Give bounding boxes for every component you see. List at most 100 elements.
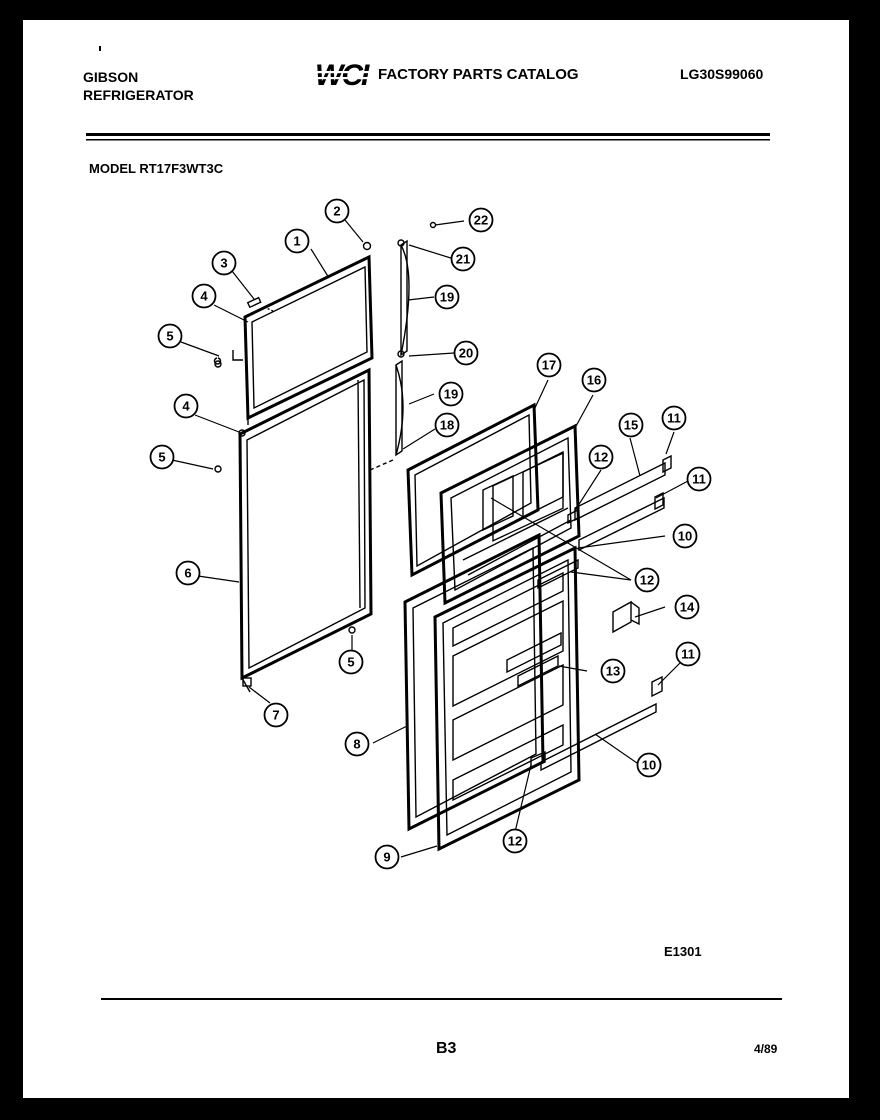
shelf-rails [537, 454, 672, 590]
callout-circle [374, 844, 400, 870]
callout-9: 9 [374, 844, 400, 870]
revision-date: 4/89 [754, 1042, 778, 1056]
fresh-food-door-panel [238, 367, 373, 693]
callout-11: 11 [675, 641, 701, 667]
document-number: LG30S99060 [680, 66, 764, 82]
catalog-title: FACTORY PARTS CATALOG [378, 66, 579, 83]
callout-circle [191, 283, 217, 309]
callout-circle [661, 405, 687, 431]
callout-label: 19 [440, 290, 454, 305]
header-rule-thick [86, 133, 770, 136]
callout-3: 3 [211, 250, 237, 276]
callout-label: 5 [158, 450, 165, 465]
callout-label: 7 [272, 708, 279, 723]
callout-4: 4 [191, 283, 217, 309]
product-type: REFRIGERATOR [83, 87, 194, 103]
logo-text: WCI [315, 59, 370, 90]
callout-label: 11 [681, 647, 695, 662]
callout-circle [284, 228, 310, 254]
callout-circle [211, 250, 237, 276]
rules [86, 46, 782, 1000]
brand-name: GIBSON [83, 69, 139, 85]
callout-10: 10 [636, 752, 662, 778]
fresh-food-gasket [403, 532, 545, 832]
wci-logo: WCI [313, 59, 372, 90]
registration-mark [99, 46, 101, 51]
callout-label: 2 [333, 204, 340, 219]
callout-5: 5 [157, 323, 183, 349]
part-drawings [213, 221, 672, 852]
callout-circle [588, 444, 614, 470]
freezer-door-panel [243, 254, 374, 425]
page-number: B3 [436, 1040, 457, 1057]
callout-circle [173, 393, 199, 419]
exploded-parts-diagram: 1234545657222119201918171615111211101214… [149, 198, 712, 870]
callout-label: 4 [200, 289, 208, 304]
callout-circle [634, 567, 660, 593]
callout-circle [434, 412, 460, 438]
callout-circle [672, 523, 698, 549]
callout-21: 21 [450, 246, 476, 272]
callout-label: 18 [440, 418, 454, 433]
callout-label: 19 [444, 387, 458, 402]
catalog-sheet: GIBSON REFRIGERATOR WCI FACTORY PARTS CA… [23, 20, 849, 1098]
callout-label: 12 [508, 834, 522, 849]
callout-12: 12 [634, 567, 660, 593]
callout-circle [263, 702, 289, 728]
callout-label: 6 [184, 566, 191, 581]
callout-label: 15 [624, 418, 638, 433]
lower-shelf-rail [530, 675, 663, 772]
callout-18: 18 [434, 412, 460, 438]
callout-20: 20 [453, 340, 479, 366]
callout-circle [149, 444, 175, 470]
callout-label: 10 [678, 529, 692, 544]
callout-label: 21 [456, 252, 470, 267]
hinge-parts [213, 241, 372, 634]
model-number: MODEL RT17F3WT3C [89, 161, 224, 176]
callout-11: 11 [661, 405, 687, 431]
footer-rule [101, 998, 782, 1000]
callout-circle [536, 352, 562, 378]
callout-circle [618, 412, 644, 438]
header-rule-thin [86, 139, 770, 141]
handle-trim-parts [395, 221, 437, 457]
callout-label: 4 [182, 399, 190, 414]
callout-circle [438, 381, 464, 407]
callout-label: 8 [353, 737, 360, 752]
callout-1: 1 [284, 228, 310, 254]
callout-label: 1 [293, 234, 300, 249]
callout-label: 3 [220, 256, 227, 271]
callout-label: 5 [347, 655, 354, 670]
callout-label: 5 [166, 329, 173, 344]
callout-17: 17 [536, 352, 562, 378]
callout-19: 19 [438, 381, 464, 407]
callout-circle [338, 649, 364, 675]
callout-circle [686, 466, 712, 492]
brand-block: GIBSON REFRIGERATOR [83, 68, 194, 104]
callout-circle [157, 323, 183, 349]
callout-circle [502, 828, 528, 854]
leader-lines [171, 219, 689, 858]
callout-15: 15 [618, 412, 644, 438]
callout-8: 8 [344, 731, 370, 757]
callout-16: 16 [581, 367, 607, 393]
callout-label: 16 [587, 373, 601, 388]
fresh-food-door-liner [433, 545, 581, 852]
callout-11: 11 [686, 466, 712, 492]
callout-label: 12 [640, 573, 654, 588]
callout-10: 10 [672, 523, 698, 549]
callout-label: 14 [680, 600, 695, 615]
freezer-door-liner [439, 423, 581, 606]
callout-2: 2 [324, 198, 350, 224]
callout-13: 13 [600, 658, 626, 684]
callout-circle [434, 284, 460, 310]
callout-circle [468, 207, 494, 233]
callout-label: 9 [383, 850, 390, 865]
callout-14: 14 [674, 594, 700, 620]
callout-5: 5 [338, 649, 364, 675]
callout-circle [675, 641, 701, 667]
callout-circle [324, 198, 350, 224]
figure-code: E1301 [664, 944, 702, 959]
callout-label: 17 [542, 358, 556, 373]
